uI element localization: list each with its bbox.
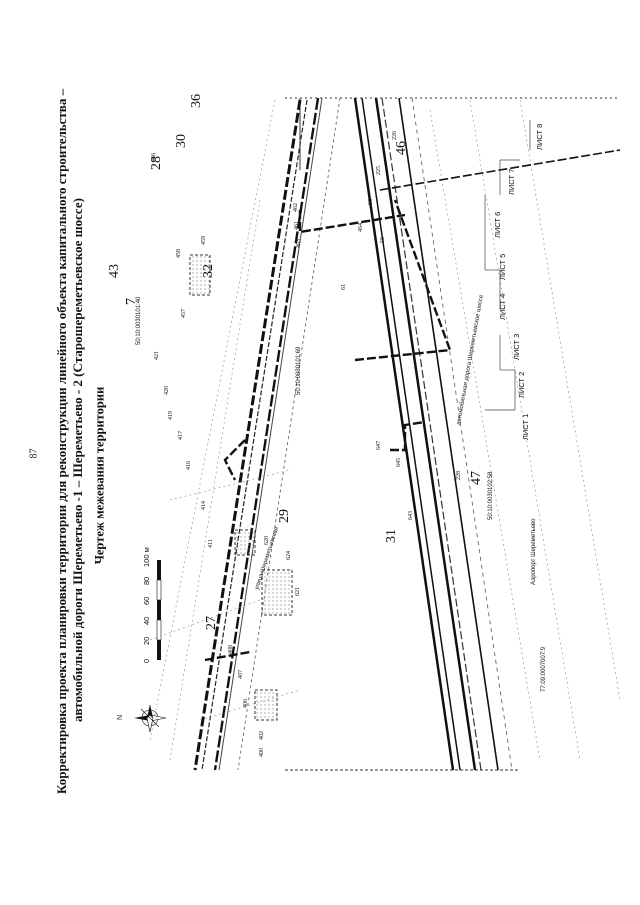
airport-label: Аэропорт Шереметьево (531, 518, 537, 585)
svg-text:402: 402 (259, 731, 265, 740)
cadastral-number: 50:10:0030101:69 (296, 346, 302, 395)
svg-text:462: 462 (293, 203, 299, 212)
cadastral-number: 77:09:0007007:9 (541, 646, 547, 692)
svg-text:419: 419 (168, 411, 174, 420)
svg-text:620: 620 (264, 536, 270, 545)
zone-numbers: 27 28 29 30 31 32 36 43 46 47 7 (107, 94, 484, 630)
compass-rose-icon: N (117, 704, 167, 733)
svg-text:645: 645 (396, 458, 402, 467)
svg-text:400: 400 (259, 748, 265, 757)
zone-43: 43 (107, 264, 122, 278)
zone-46: 46 (394, 141, 409, 155)
svg-text:228: 228 (456, 471, 462, 480)
svg-text:411: 411 (208, 539, 214, 548)
zone-36: 36 (189, 94, 204, 108)
svg-text:643: 643 (408, 511, 414, 520)
svg-text:624: 624 (286, 551, 292, 560)
point-numbers: 400 402 406 407 408 411 414 416 417 419 … (151, 131, 462, 757)
cadastral-lines (149, 99, 621, 761)
text-labels: улица Шереметьевская автомобильная дорог… (254, 294, 537, 591)
svg-text:421: 421 (154, 351, 160, 360)
svg-text:621: 621 (295, 587, 301, 596)
svg-text:466: 466 (151, 153, 157, 162)
scale-bar: 0 20 40 60 80 100 м (142, 547, 162, 663)
zone-28: 28 (149, 156, 164, 170)
sheet-label: ЛИСТ 8 (535, 124, 544, 150)
zone-30: 30 (174, 134, 189, 148)
scale-tick: 60 (142, 597, 151, 605)
sheet-label: ЛИСТ 6 (493, 212, 502, 238)
sheet-label: ЛИСТ 4 (498, 294, 507, 320)
svg-text:461: 461 (294, 221, 300, 230)
zone-7: 7 (124, 298, 139, 305)
svg-text:226: 226 (392, 131, 398, 140)
svg-text:407: 407 (238, 670, 244, 679)
svg-text:416: 416 (186, 461, 192, 470)
svg-text:417: 417 (178, 431, 184, 440)
road-secondary (353, 97, 513, 771)
svg-text:459: 459 (201, 236, 207, 245)
zone-27: 27 (204, 616, 219, 630)
cadastral-number: 50:10:0030101:40 (136, 296, 142, 345)
svg-text:464: 464 (358, 223, 364, 232)
svg-text:414: 414 (201, 501, 207, 510)
scale-tick: 100 м (142, 547, 151, 567)
svg-text:56: 56 (368, 199, 374, 205)
compass-north-label: N (117, 715, 124, 720)
sheet-labels: ЛИСТ 1 ЛИСТ 2 ЛИСТ 3 ЛИСТ 4 ЛИСТ 5 ЛИСТ … (493, 124, 544, 440)
svg-text:458: 458 (176, 249, 182, 258)
road-label: автомобильная дорога Шереметьевское шосс… (456, 294, 485, 426)
zone-31: 31 (384, 529, 399, 543)
hatched-zones (189, 254, 293, 721)
cadastral-number: 50:10:0030102:58 (488, 471, 494, 520)
sheet-label: ЛИСТ 7 (507, 169, 516, 195)
svg-text:225: 225 (376, 166, 382, 175)
svg-text:463: 463 (296, 239, 302, 248)
cadastral-labels: 50:10:0030101:40 50:10:0030101:69 50:10:… (136, 296, 547, 692)
zone-47: 47 (469, 471, 484, 485)
svg-text:408: 408 (228, 645, 234, 654)
scale-tick: 20 (142, 637, 151, 645)
sheet-label: ЛИСТ 1 (521, 414, 530, 440)
svg-text:420: 420 (164, 386, 170, 395)
svg-text:406: 406 (243, 699, 249, 708)
scale-tick: 40 (142, 617, 151, 625)
scale-tick: 0 (142, 659, 151, 663)
sheet-label: ЛИСТ 2 (517, 372, 526, 398)
map-frame (285, 97, 620, 771)
sheet-label: ЛИСТ 3 (512, 334, 521, 360)
svg-text:61: 61 (341, 284, 347, 290)
svg-text:457: 457 (181, 309, 187, 318)
road-corridor (193, 97, 341, 771)
sheet-index (484, 120, 531, 411)
svg-text:647: 647 (376, 441, 382, 450)
zone-29: 29 (277, 509, 292, 523)
scale-tick: 80 (142, 577, 151, 585)
svg-text:55: 55 (380, 237, 386, 243)
zone-32: 32 (201, 264, 216, 278)
sheet-label: ЛИСТ 5 (498, 254, 507, 280)
